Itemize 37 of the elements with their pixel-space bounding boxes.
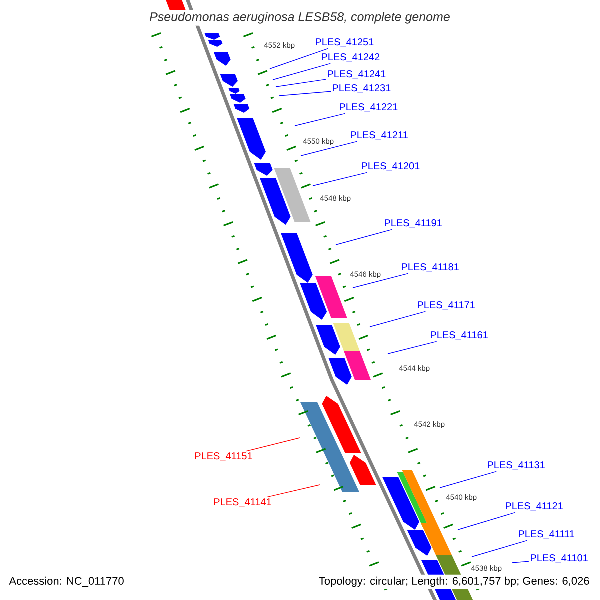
leader-line: [388, 341, 438, 354]
gene-label: PLES_41201: [362, 162, 420, 172]
leader-line: [458, 512, 516, 530]
leader-line: [512, 561, 530, 564]
leader-line: [370, 311, 426, 328]
leader-line: [276, 79, 326, 88]
gene-label: PLES_41231: [333, 84, 391, 94]
leader-line: [440, 471, 497, 488]
leader-line: [266, 484, 320, 498]
leader-line: [270, 48, 329, 70]
gene-label: PLES_41141: [214, 498, 272, 508]
gene-label: PLES_41111: [519, 530, 574, 540]
gene-label: PLES_41101: [531, 554, 588, 564]
gene-label: PLES_41131: [488, 462, 545, 470]
gene-label: PLES_41181: [402, 264, 459, 272]
title: Pseudomonas aeruginosa LESB58, complete genome: [148, 10, 452, 26]
leader-line: [272, 63, 331, 80]
leader-line: [294, 113, 346, 126]
gene-label: PLES_41191: [385, 220, 442, 228]
gene-label: PLES_41211: [351, 132, 408, 140]
leader-line: [336, 229, 393, 246]
accession-text: Accession: NC_011770: [9, 576, 124, 588]
genome-info-text: Topology: circular; Length: 6,601,757 bp; Genes: 6,026: [316, 574, 592, 590]
gene-label: PLES_41171: [418, 302, 475, 310]
leader-line: [352, 273, 409, 288]
gene-label: PLES_41151: [195, 452, 252, 462]
leader-line: [312, 172, 368, 186]
gene-label: PLES_41121: [506, 502, 563, 512]
gene-label: PLES_41251: [316, 38, 374, 48]
gene-label: PLES_41161: [431, 332, 488, 340]
leader-line: [472, 540, 528, 558]
gene-label: PLES_41241: [328, 70, 386, 80]
leader-line: [278, 91, 332, 96]
gene-label: PLES_41242: [322, 54, 380, 62]
leader-line: [300, 141, 358, 156]
leader-line: [246, 438, 300, 452]
gene-label: PLES_41221: [340, 104, 398, 112]
